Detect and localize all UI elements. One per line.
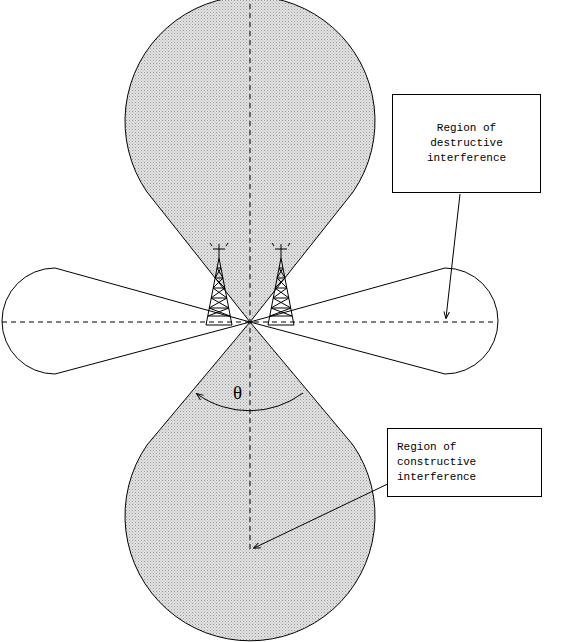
leader-line [446,194,460,318]
destructive-lobe [2,268,250,374]
destructive-lobe [250,268,498,374]
axis-line [2,322,497,323]
antenna-tower [268,243,294,325]
leader-line [254,480,396,548]
callout-text: Region of destructive interference [424,121,510,166]
angle-label: θ [233,383,242,402]
callout-box: Region of destructive interference [392,94,541,193]
angle-arc [197,393,303,411]
callout-box: Region of constructive interference [387,428,542,497]
antenna-tower [206,243,232,325]
callout-text: Region of constructive interference [397,440,483,485]
axis-line [250,4,251,552]
